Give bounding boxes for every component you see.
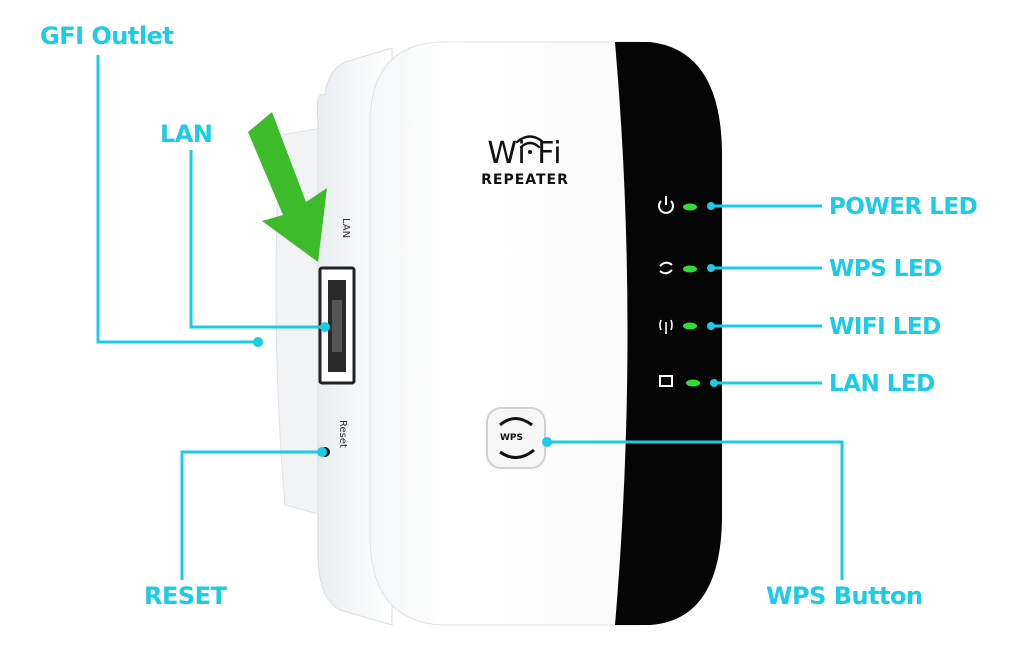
pointer-arrow-icon	[248, 112, 327, 262]
callout-dots	[253, 202, 718, 457]
lan-callout-line	[189, 150, 325, 329]
wifi-signal-icon	[515, 135, 545, 154]
wps-button-text: WPS	[500, 433, 524, 443]
side-reset-text: Reset	[337, 420, 348, 448]
wps-led-light	[683, 265, 697, 273]
wifi-logo: Wi Fi REPEATER	[470, 136, 580, 189]
wifi-logo-word: Wi Fi	[487, 136, 563, 171]
wps-button	[486, 407, 546, 469]
power-led-label: POWER LED	[829, 194, 978, 220]
power-led-light	[683, 203, 697, 211]
wps-button-label: WPS Button	[766, 582, 923, 610]
wifi-led-light	[683, 322, 697, 330]
reset-callout-line	[180, 450, 322, 580]
device-front	[369, 41, 641, 626]
reset-label: RESET	[144, 582, 227, 610]
led-panel	[615, 42, 722, 625]
wps-button-callout-line	[547, 440, 844, 580]
callout-lines	[96, 55, 844, 580]
leds	[683, 203, 700, 387]
wifi-logo-subtitle: REPEATER	[481, 172, 569, 188]
gfi-callout-line	[96, 55, 258, 344]
lan-port-icon	[659, 375, 673, 387]
gfi-outlet-label: GFI Outlet	[40, 22, 174, 50]
wifi-antenna-icon	[659, 319, 673, 334]
lan-port	[318, 266, 356, 385]
wifi-led-label: WIFI LED	[829, 314, 941, 340]
wps-icon	[659, 261, 673, 275]
wps-led-label: WPS LED	[829, 256, 942, 282]
side-lan-text: LAN	[340, 218, 351, 239]
lan-label: LAN	[160, 120, 213, 148]
lan-led-label: LAN LED	[829, 371, 935, 397]
lan-led-light	[686, 379, 700, 387]
power-icon	[658, 196, 674, 214]
